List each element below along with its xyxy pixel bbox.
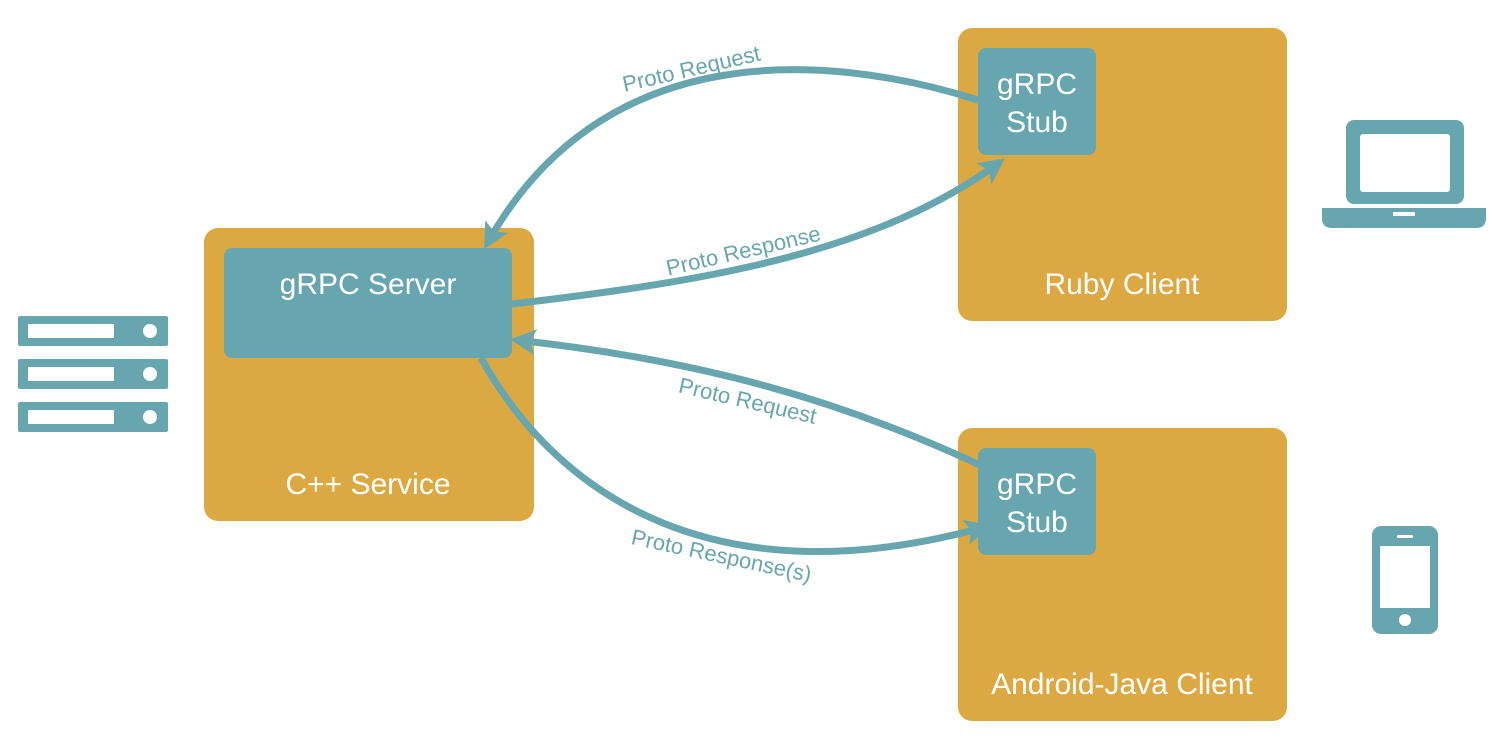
android-stub-label-line2: Stub (1006, 506, 1068, 539)
ruby-response-arrow (511, 158, 1005, 308)
ruby-request-label: Proto Request (620, 41, 763, 97)
android-client-label: Android-Java Client (991, 668, 1253, 701)
cpp-service-label: C++ Service (285, 468, 450, 501)
grpc-server-label: gRPC Server (280, 268, 457, 301)
laptop-icon (1322, 120, 1486, 228)
android-response-label: Proto Response(s) (629, 524, 814, 587)
android-client-node: gRPC Stub Android-Java Client (958, 428, 1287, 721)
android-request-arrow (510, 329, 982, 469)
ruby-grpc-stub-box (978, 48, 1096, 155)
ruby-stub-label-line2: Stub (1006, 106, 1068, 139)
edges (477, 66, 1005, 556)
android-stub-label-line1: gRPC (997, 468, 1077, 501)
ruby-request-arrow (483, 66, 980, 250)
ruby-client-node: gRPC Stub Ruby Client (958, 28, 1287, 321)
cpp-service-node: gRPC Server C++ Service (204, 228, 534, 521)
server-rack-icon (18, 316, 168, 432)
grpc-server-box (224, 248, 512, 358)
android-grpc-stub-box (978, 448, 1096, 555)
android-response-arrow (477, 356, 991, 556)
ruby-stub-label-line1: gRPC (997, 68, 1077, 101)
ruby-client-label: Ruby Client (1044, 268, 1200, 301)
smartphone-icon (1372, 526, 1438, 634)
